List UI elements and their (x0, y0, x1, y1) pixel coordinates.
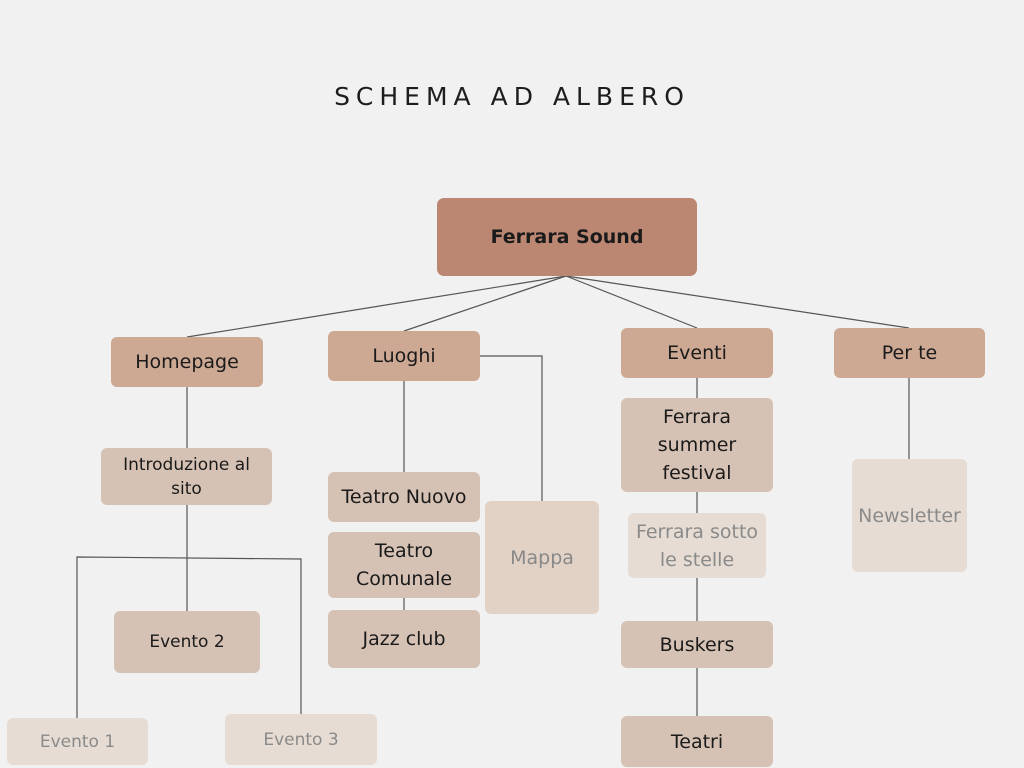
node-homepage: Homepage (111, 337, 263, 387)
node-mappa: Mappa (485, 501, 599, 614)
node-introduzione: Introduzione al sito (101, 448, 272, 505)
diagram-title: SCHEMA AD ALBERO (334, 82, 690, 111)
connector-root-eventi (565, 275, 698, 329)
node-per-te: Per te (834, 328, 985, 378)
connector-root-per-te (565, 275, 910, 329)
node-evento-1: Evento 1 (7, 718, 148, 765)
node-ferrara-sound: Ferrara Sound (437, 198, 697, 276)
node-ferrara-sotto-le-stelle: Ferrara sotto le stelle (628, 513, 766, 578)
node-teatri: Teatri (621, 716, 773, 767)
node-evento-3: Evento 3 (225, 714, 377, 765)
connector-root-homepage (186, 275, 567, 338)
node-jazz-club: Jazz club (328, 610, 480, 668)
node-ferrara-summer-festival: Ferrara summer festival (621, 398, 773, 492)
connector-events-bracket (76, 556, 302, 718)
node-teatro-nuovo: Teatro Nuovo (328, 472, 480, 522)
node-buskers: Buskers (621, 621, 773, 668)
connector-root-luoghi (403, 275, 567, 332)
node-luoghi: Luoghi (328, 331, 480, 381)
connector-luoghi-mappa (480, 355, 543, 501)
node-eventi: Eventi (621, 328, 773, 378)
node-newsletter: Newsletter (852, 459, 967, 572)
node-evento-2: Evento 2 (114, 611, 260, 673)
node-teatro-comunale: Teatro Comunale (328, 532, 480, 598)
